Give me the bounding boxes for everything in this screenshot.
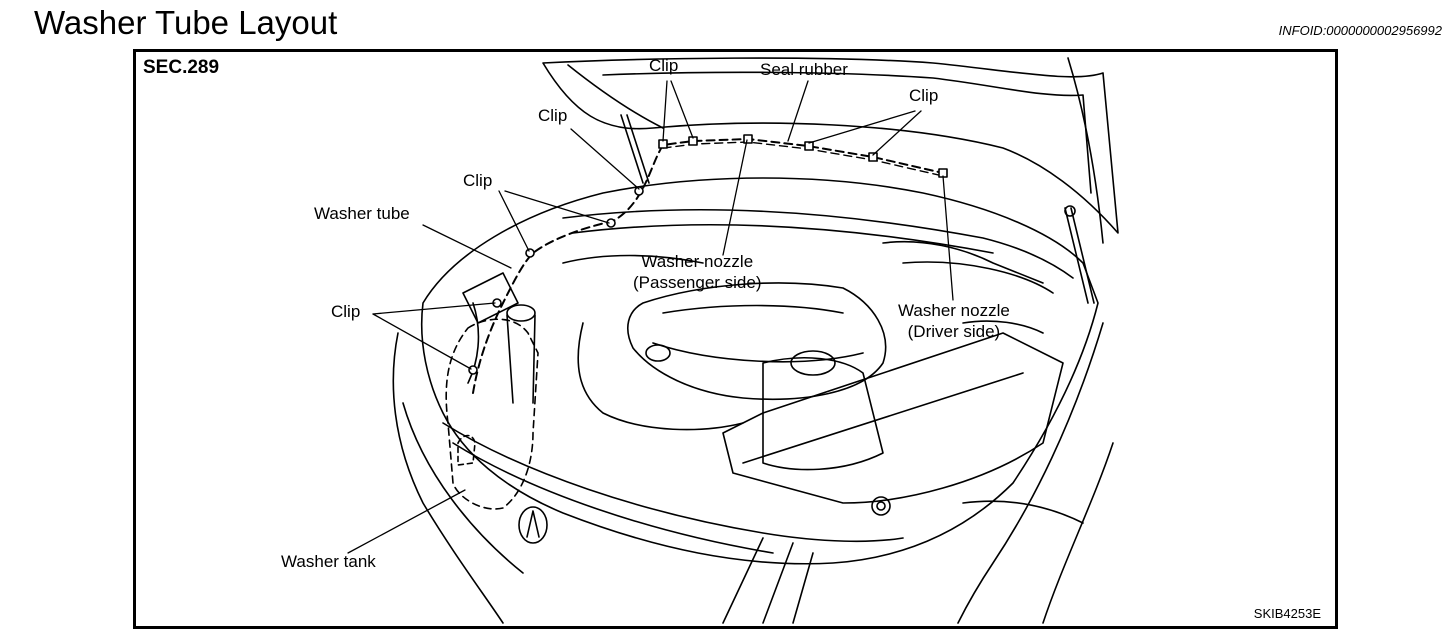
hood-strut-right: [1064, 207, 1095, 304]
label-clip-left: Clip: [463, 171, 493, 190]
label-clip-top: Clip: [649, 56, 679, 75]
front-bumper: [442, 422, 904, 543]
clip-markers: [468, 134, 948, 375]
hood-strut-left: [620, 114, 650, 184]
label-nozzle-driver: Washer nozzle (Driver side): [898, 300, 1010, 342]
page-title: Washer Tube Layout: [34, 4, 338, 41]
leader-lines: [347, 80, 954, 554]
washer-tube: [472, 138, 944, 394]
label-seal-rubber: Seal rubber: [760, 60, 848, 79]
label-nozzle-passenger: Washer nozzle (Passenger side): [633, 251, 762, 293]
section-label: SEC.289: [143, 57, 220, 78]
label-nozzle-passenger-line1: Washer nozzle: [641, 252, 754, 271]
engine-bay-illustration: [347, 57, 1119, 624]
label-clip-lower: Clip: [331, 302, 361, 321]
figure-code: SKIB4253E: [1253, 606, 1321, 621]
body-outline: [420, 177, 1099, 565]
label-nozzle-driver-line1: Washer nozzle: [898, 301, 1010, 320]
label-clip-right: Clip: [909, 86, 939, 105]
label-nozzle-driver-line2: (Driver side): [907, 322, 1001, 341]
front-emblem: [518, 506, 548, 544]
hood-inner: [602, 71, 1092, 194]
label-clip-upper-left: Clip: [538, 106, 568, 125]
label-washer-tank: Washer tank: [281, 552, 376, 571]
hood-outline: [542, 57, 1119, 234]
label-nozzle-passenger-line2: (Passenger side): [633, 273, 762, 292]
label-washer-tube: Washer tube: [314, 204, 410, 223]
washer-tank: [445, 318, 539, 510]
diagram-frame: SEC.289 Clip Seal rubber Clip Clip Clip …: [133, 49, 1338, 629]
engine-cover: [627, 282, 887, 401]
info-id: INFOID:0000000002956992: [1278, 23, 1442, 38]
